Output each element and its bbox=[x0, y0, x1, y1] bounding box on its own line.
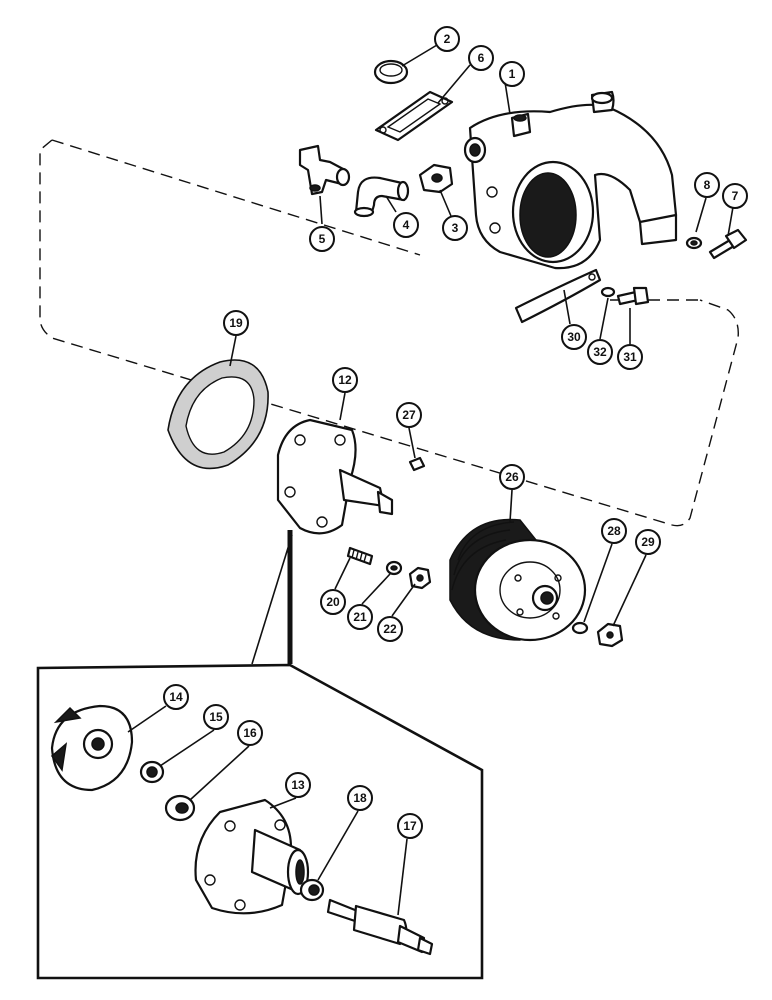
callout-18: 18 bbox=[347, 785, 373, 811]
callout-label: 14 bbox=[169, 690, 183, 704]
washer-8-part bbox=[685, 236, 703, 250]
impeller-icon bbox=[50, 704, 134, 792]
callout-label: 5 bbox=[319, 232, 326, 246]
callout-8: 8 bbox=[694, 172, 720, 198]
callout-label: 4 bbox=[403, 218, 410, 232]
callout-14: 14 bbox=[163, 684, 189, 710]
callout-label: 28 bbox=[607, 524, 621, 538]
callout-27: 27 bbox=[396, 402, 422, 428]
water-pump-housing-icon bbox=[463, 90, 678, 270]
nut-22-part bbox=[408, 566, 432, 590]
callout-21: 21 bbox=[347, 604, 373, 630]
washer-32-part bbox=[600, 286, 616, 298]
callout-16: 16 bbox=[237, 720, 263, 746]
callout-17: 17 bbox=[397, 813, 423, 839]
callout-label: 31 bbox=[623, 350, 637, 364]
callout-12: 12 bbox=[332, 367, 358, 393]
callout-4: 4 bbox=[393, 212, 419, 238]
callout-5: 5 bbox=[309, 226, 335, 252]
elbow-fitting-part bbox=[353, 176, 410, 218]
callout-label: 22 bbox=[383, 622, 397, 636]
callout-label: 26 bbox=[505, 470, 519, 484]
callout-label: 16 bbox=[243, 726, 257, 740]
callout-30: 30 bbox=[561, 324, 587, 350]
callout-label: 2 bbox=[444, 32, 451, 46]
drain-cock-part bbox=[298, 144, 351, 196]
callout-26: 26 bbox=[499, 464, 525, 490]
callout-label: 12 bbox=[338, 373, 352, 387]
bolt-7-part bbox=[708, 228, 748, 260]
nut-29-part bbox=[596, 622, 624, 648]
callout-label: 1 bbox=[509, 67, 516, 81]
callout-label: 3 bbox=[452, 221, 459, 235]
callout-label: 13 bbox=[291, 778, 305, 792]
plug-part bbox=[373, 59, 409, 85]
callout-label: 27 bbox=[402, 408, 416, 422]
callout-6: 6 bbox=[468, 45, 494, 71]
callout-19: 19 bbox=[223, 310, 249, 336]
callout-28: 28 bbox=[601, 518, 627, 544]
callout-20: 20 bbox=[320, 589, 346, 615]
callout-label: 19 bbox=[229, 316, 243, 330]
callout-29: 29 bbox=[635, 529, 661, 555]
callout-3: 3 bbox=[442, 215, 468, 241]
callout-label: 6 bbox=[478, 51, 485, 65]
callout-31: 31 bbox=[617, 344, 643, 370]
callout-32: 32 bbox=[587, 339, 613, 365]
slinger-part bbox=[299, 878, 325, 902]
callout-label: 20 bbox=[326, 595, 340, 609]
housing-gasket-part bbox=[167, 359, 269, 470]
callout-label: 7 bbox=[732, 189, 739, 203]
callout-label: 32 bbox=[593, 345, 607, 359]
adapter-fitting-part bbox=[418, 163, 454, 194]
seal-16-part bbox=[164, 794, 196, 822]
seal-15-part bbox=[139, 760, 165, 784]
callout-7: 7 bbox=[722, 183, 748, 209]
stud-part bbox=[346, 546, 374, 566]
callout-15: 15 bbox=[203, 704, 229, 730]
pump-body-inset-part bbox=[194, 798, 310, 915]
callout-label: 8 bbox=[704, 178, 711, 192]
callout-label: 29 bbox=[641, 535, 655, 549]
callout-label: 17 bbox=[403, 819, 417, 833]
brace-part bbox=[514, 268, 602, 324]
shaft-bearing-part bbox=[326, 898, 434, 956]
assembly-dashed-outline bbox=[39, 139, 739, 527]
callout-2: 2 bbox=[434, 26, 460, 52]
callout-label: 18 bbox=[353, 791, 367, 805]
callout-13: 13 bbox=[285, 772, 311, 798]
woodruff-key-part bbox=[408, 456, 426, 472]
gasket-part bbox=[374, 90, 454, 142]
pump-body-part bbox=[276, 418, 394, 535]
leader-lines bbox=[127, 44, 734, 916]
callout-label: 30 bbox=[567, 330, 581, 344]
callout-22: 22 bbox=[377, 616, 403, 642]
inset-pointer-left bbox=[251, 534, 293, 665]
lock-washer-part bbox=[385, 560, 403, 576]
bolt-31-part bbox=[616, 286, 650, 306]
fan-pulley-icon bbox=[449, 518, 587, 642]
callout-label: 21 bbox=[353, 610, 367, 624]
callout-label: 15 bbox=[209, 710, 223, 724]
washer-28-part bbox=[571, 621, 589, 635]
callout-1: 1 bbox=[499, 61, 525, 87]
assembly-dashed-outline-top bbox=[51, 139, 700, 301]
inset-detail-frame bbox=[36, 663, 484, 980]
